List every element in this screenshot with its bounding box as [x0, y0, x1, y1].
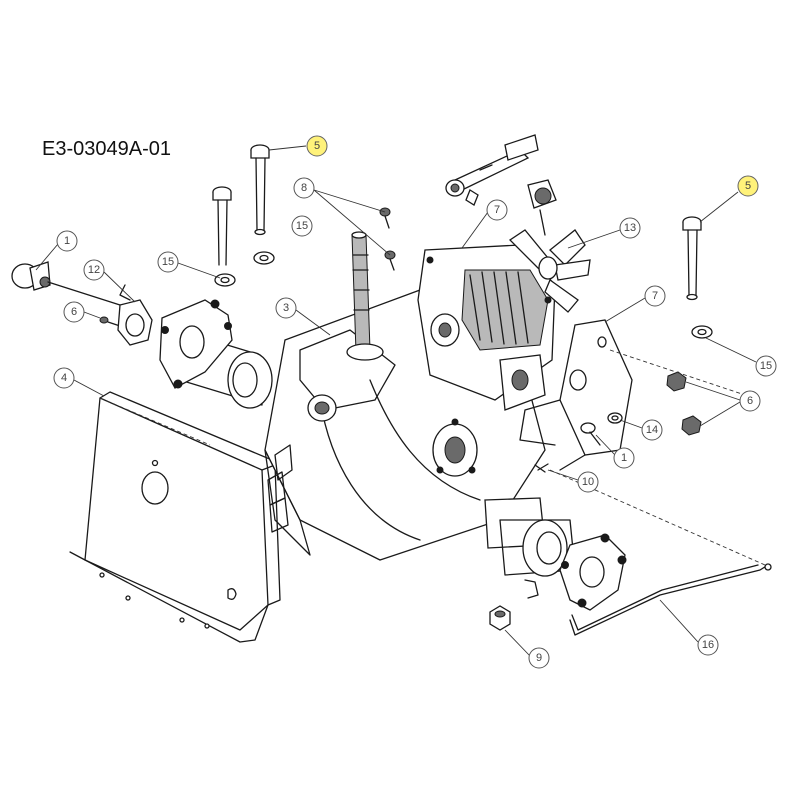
nut-6-b [681, 415, 702, 436]
callout-14[interactable]: 14 [619, 419, 663, 441]
callout-3[interactable]: 3 [275, 297, 331, 336]
svg-text:5: 5 [314, 140, 320, 152]
svg-text:15: 15 [162, 256, 174, 268]
callout-6-left[interactable]: 6 [63, 301, 101, 323]
pin-1 [580, 422, 601, 446]
callout-13[interactable]: 13 [567, 217, 641, 249]
screw-6-left [99, 316, 121, 327]
washer-14 [607, 412, 623, 424]
callout-7-top[interactable]: 7 [461, 199, 508, 249]
washer-15-b [214, 273, 236, 287]
svg-text:1: 1 [621, 452, 627, 464]
callout-1-left[interactable]: 1 [35, 230, 78, 271]
control-arm [445, 134, 539, 206]
cam-lever-12 [117, 284, 153, 346]
drawing-code: E3-03049A-01 [42, 138, 171, 160]
bolt-center [212, 186, 232, 266]
callout-9[interactable]: 9 [504, 629, 550, 669]
svg-text:9: 9 [536, 652, 542, 664]
nut-9 [489, 579, 539, 631]
svg-text:7: 7 [494, 204, 500, 216]
washer-15-c [691, 325, 713, 339]
cooling-fan [508, 229, 591, 313]
bolt-5-right [682, 216, 702, 301]
callout-12[interactable]: 12 [83, 259, 136, 303]
svg-text:6: 6 [71, 306, 77, 318]
svg-text:12: 12 [88, 264, 100, 276]
left-axle-hub [159, 299, 273, 409]
svg-text:4: 4 [61, 372, 67, 384]
pin-10 [534, 463, 549, 473]
end-cap-1 [11, 261, 121, 306]
svg-text:13: 13 [624, 222, 636, 234]
callout-10[interactable]: 10 [547, 469, 599, 493]
callout-7-right[interactable]: 7 [604, 285, 666, 323]
callout-8[interactable]: 8 [293, 177, 391, 256]
callout-16[interactable]: 16 [659, 599, 719, 656]
right-axle-hub [484, 497, 627, 611]
callout-5-left[interactable]: 5 [268, 135, 328, 157]
svg-text:1: 1 [64, 235, 70, 247]
nut-6-a [666, 371, 687, 392]
callout-15-c[interactable]: 15 [705, 337, 777, 377]
svg-text:15: 15 [760, 360, 772, 372]
hydro-pump-block [417, 244, 556, 411]
svg-text:14: 14 [646, 424, 658, 436]
callout-5-right[interactable]: 5 [699, 175, 759, 223]
svg-text:8: 8 [301, 182, 307, 194]
callout-6-right[interactable]: 6 [685, 381, 761, 427]
brake-rod [569, 563, 772, 636]
screw-8-b [384, 250, 396, 271]
fan-pulley [527, 179, 557, 236]
left-mounting-bracket [69, 391, 281, 643]
guide-lines [99, 349, 766, 566]
washer-15-a [253, 251, 275, 265]
bolt-5-left [250, 144, 270, 236]
svg-text:3: 3 [283, 302, 289, 314]
svg-text:15: 15 [296, 220, 308, 232]
callout-15-a[interactable]: 15 [291, 215, 313, 237]
svg-text:16: 16 [702, 639, 714, 651]
svg-text:6: 6 [747, 395, 753, 407]
callout-1-right[interactable]: 1 [595, 434, 635, 469]
callout-4[interactable]: 4 [53, 367, 105, 397]
svg-text:7: 7 [652, 290, 658, 302]
input-shaft [346, 231, 384, 361]
callout-15-b[interactable]: 15 [157, 251, 221, 279]
svg-text:5: 5 [745, 180, 751, 192]
svg-text:10: 10 [582, 476, 594, 488]
